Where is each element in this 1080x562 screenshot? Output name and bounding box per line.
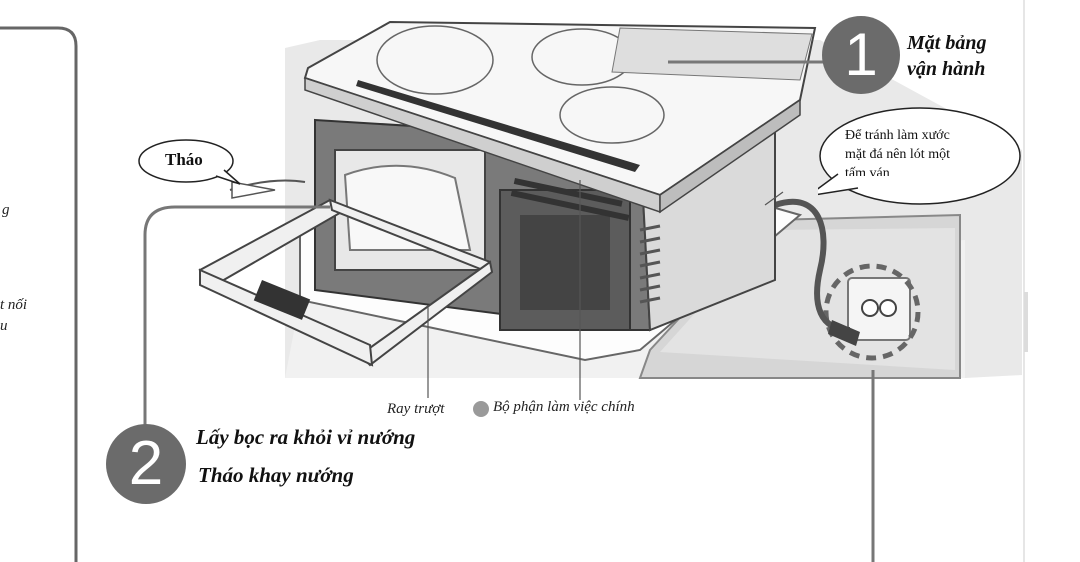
board-note-text: Để tránh làm xước mặt đá nên lót một tấm… [845, 126, 1005, 176]
board-note-bubble [818, 107, 1021, 205]
left-fragment-1: g [2, 202, 10, 218]
step-2-badge: 2 [106, 424, 186, 504]
main-unit-label: Bộ phận làm việc chính [493, 399, 635, 415]
step-1-label-line-1: Mặt bảng [907, 32, 987, 54]
step-2-line-2: Tháo khay nướng [198, 463, 354, 487]
rail-label: Ray trượt [387, 401, 445, 417]
left-fragment-3: u [0, 318, 8, 334]
remove-callout-text: Tháo [165, 150, 203, 169]
main-unit-bullet [473, 401, 489, 417]
step-1-badge: 1 [822, 16, 900, 94]
board-note-line-2: mặt đá nên lót một [845, 147, 950, 162]
board-note-line-3: tấm ván [845, 166, 890, 176]
step-2-line-1: Lấy bọc ra khỏi vỉ nướng [196, 425, 416, 449]
step-1-label-line-2: vận hành [907, 58, 986, 80]
remove-callout-bubble [138, 139, 241, 185]
board-note-line-1: Để tránh làm xước [845, 128, 950, 143]
left-fragment-2: t nối [0, 297, 28, 313]
